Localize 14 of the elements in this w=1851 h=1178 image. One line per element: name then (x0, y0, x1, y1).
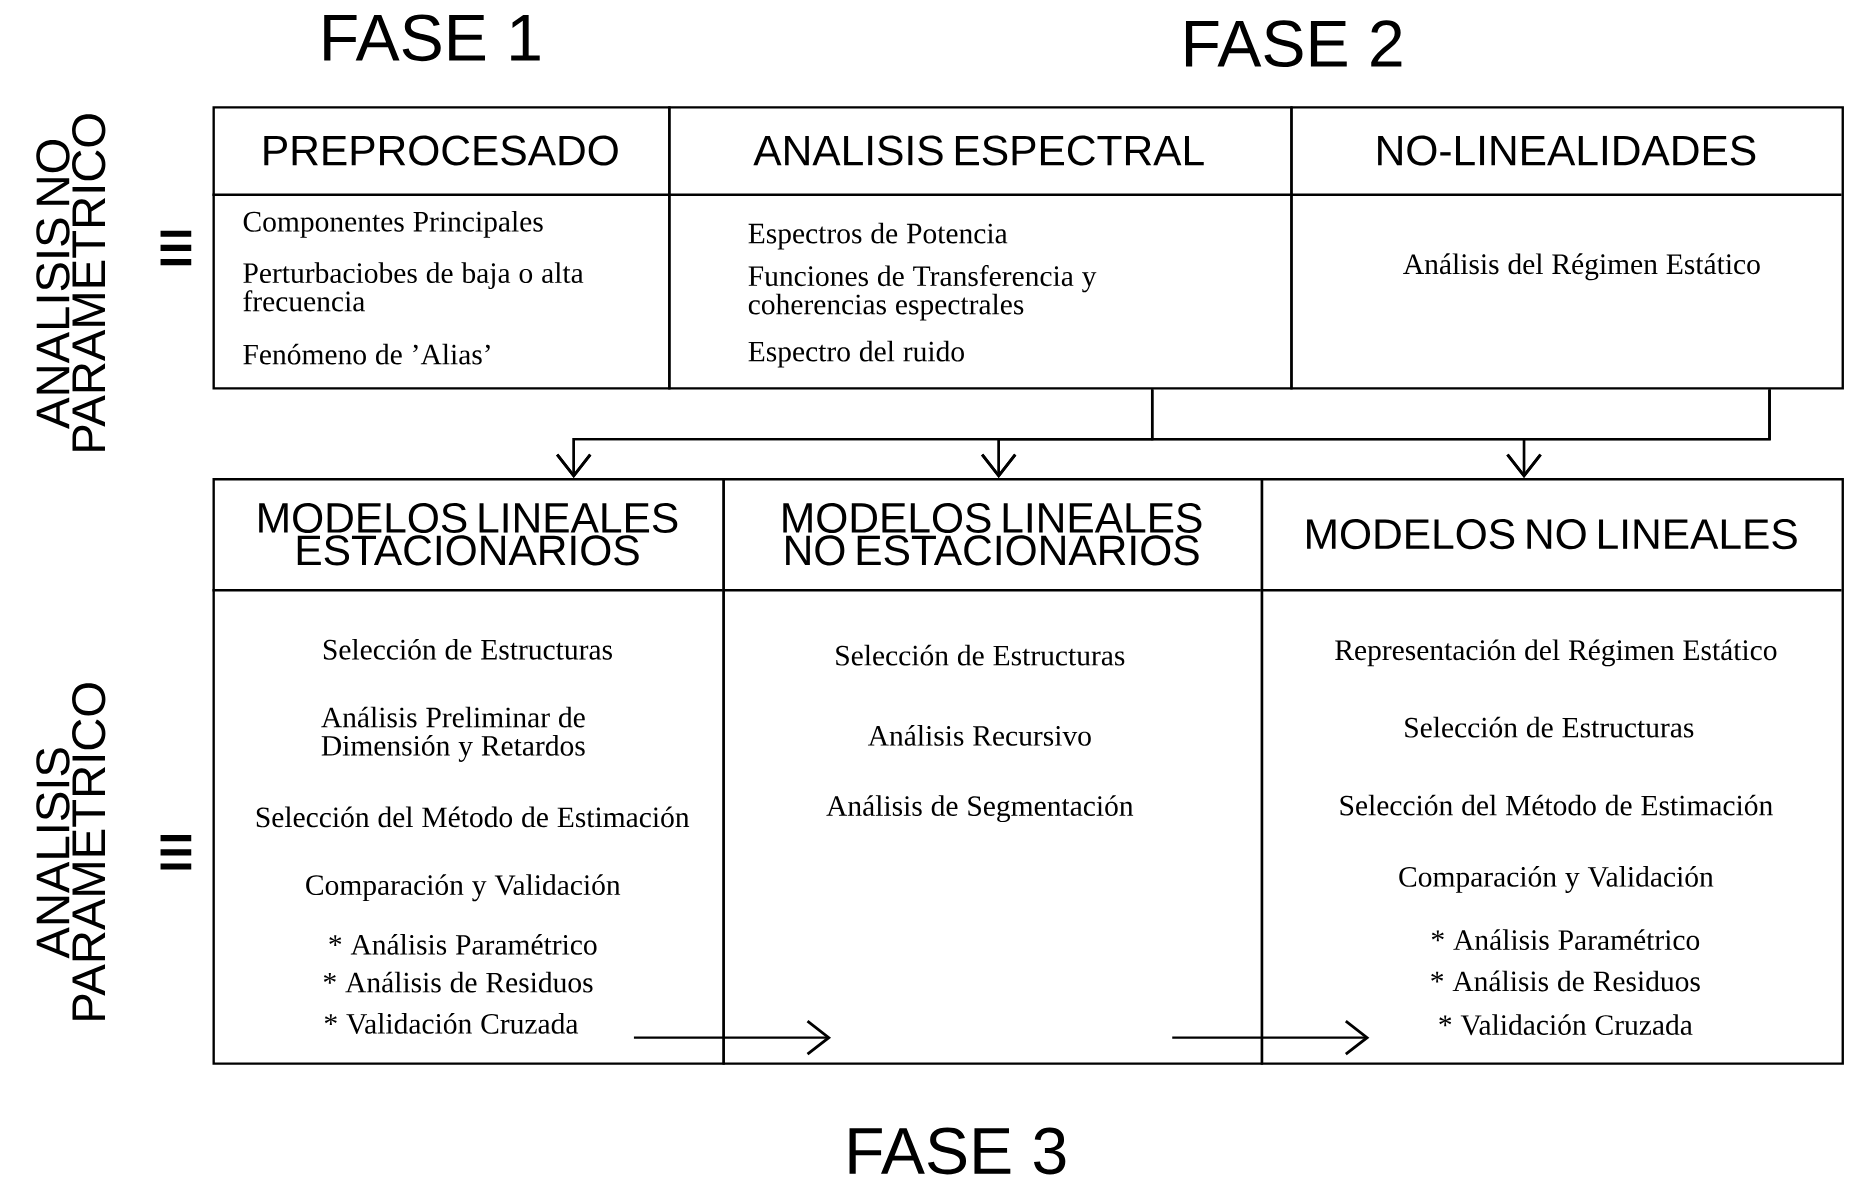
arrow (1172, 1019, 1370, 1056)
column-box: MODELOS LINEALES NO ESTACIONARIOS Selección de Estructuras Análisis Recursivo Análisis de Segmentación (722, 478, 1264, 1065)
arrow (1506, 389, 1771, 479)
column-box: ANALISIS ESPECTRAL Espectros de Potencia Funciones de Transferencia y coherencias espectrales Espectro del ruido (668, 106, 1293, 390)
side-label: ANALISIS NO PARAMETRICO (36, 114, 106, 451)
side-label: ANALISIS PARAMETRICO (36, 683, 106, 1020)
arrow (633, 1019, 832, 1056)
column-box: MODELOS NO LINEALES Representación del Régimen Estático Selección de Estructuras Selección del Método de Estimación Comparación y Validación * Análisis Paramétrico * Análisis de Residuos * Validación Cruzada (1260, 478, 1844, 1065)
phase-label: FASE 2 (1186, 20, 1402, 67)
column-box: MODELOS LINEALES ESTACIONARIOS Selección de Estructuras Análisis Preliminar de Dimensión y Retardos Selección del Método de Estimación Comparación y Validación * Análisis Paramétrico * Análisis de Residuos * Validación Cruzada (212, 478, 725, 1065)
column-box: PREPROCESADO Componentes Principales Perturbaciobes de baja o alta frecuencia Fenómeno de ’Alias’ (212, 106, 671, 390)
phase-label: FASE 1 (324, 14, 540, 62)
column-box: NO-LINEALIDADES Análisis del Régimen Estático (1290, 106, 1844, 390)
phase-label: FASE 3 (849, 1127, 1066, 1175)
